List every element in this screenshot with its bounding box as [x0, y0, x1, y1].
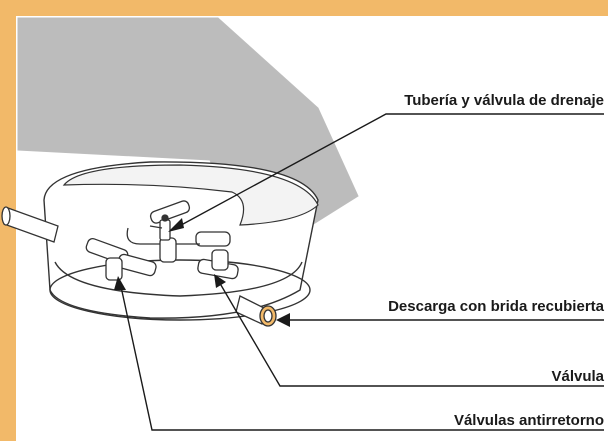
drain-arrowhead: [168, 218, 184, 232]
tank-opening: [62, 164, 319, 226]
valve-leader: [217, 279, 604, 387]
discharge-flange: [235, 295, 277, 327]
callout-check-valves-label: Válvulas antirretorno: [453, 412, 604, 429]
drain-leader: [171, 113, 604, 231]
callout-lines: [119, 113, 604, 431]
check-valves-arrowhead: [114, 276, 126, 290]
valve-arrowhead: [214, 274, 226, 288]
callout-flange-label: Descarga con brida recubierta: [388, 298, 604, 315]
callout-arrows: [114, 218, 290, 327]
callout-drain-label: Tubería y válvula de drenaje: [404, 92, 604, 109]
callout-valve-label: Válvula: [551, 368, 604, 385]
flange-arrowhead: [276, 313, 290, 327]
inlet-pipe: [1, 206, 59, 243]
check-valves-leader: [119, 281, 604, 431]
